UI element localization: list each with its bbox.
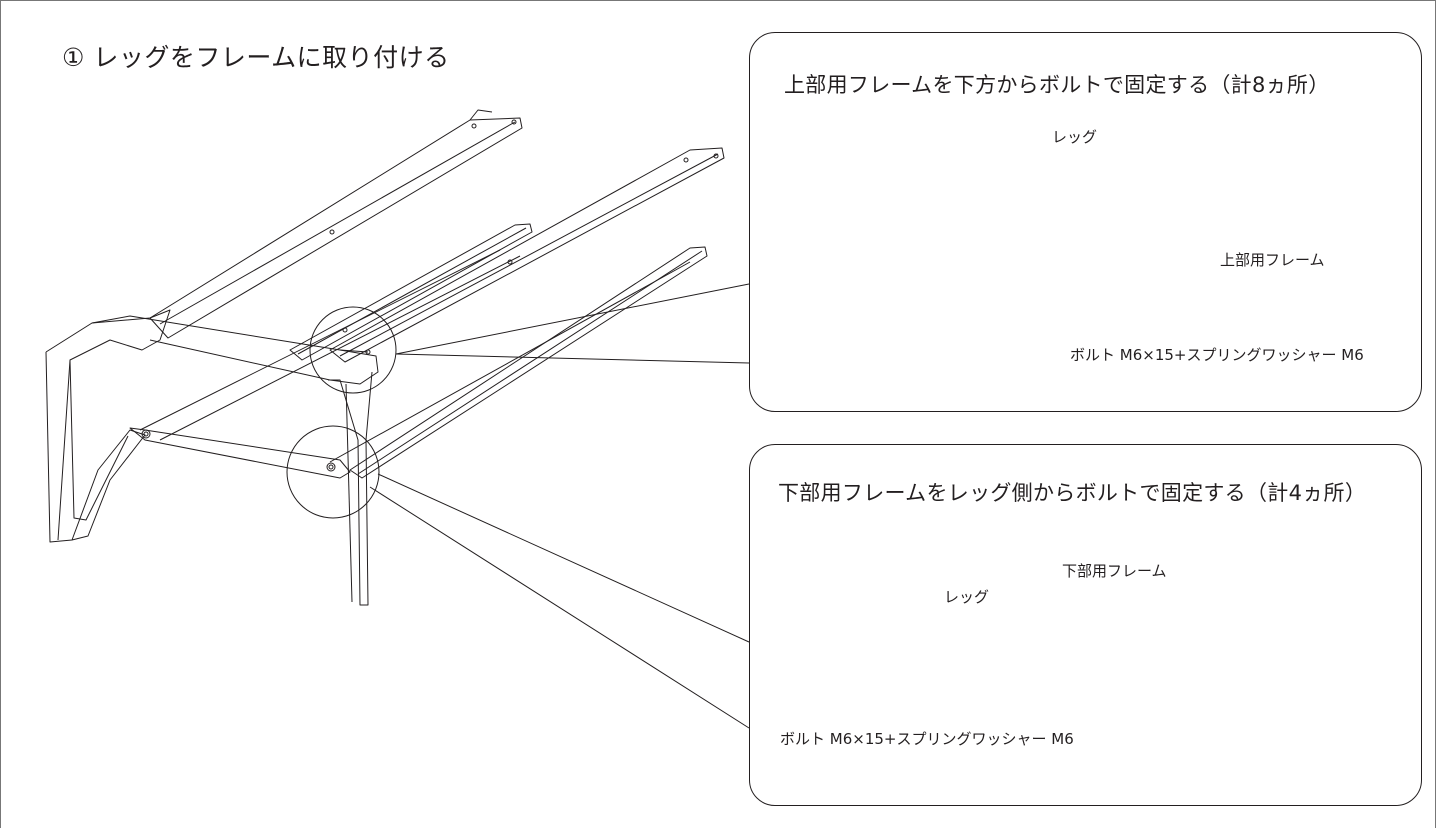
leader-line-lower [369, 473, 750, 729]
label-leg-lower: レッグ [944, 588, 990, 606]
leg-left [45, 309, 171, 543]
detail-panel-upper: 上部用フレームを下方からボルトで固定する（計8ヵ所） [749, 32, 1422, 412]
lower-frame-rails [139, 223, 708, 479]
detail-lower-title: 下部用フレームをレッグ側からボルトで固定する（計4ヵ所） [778, 481, 1367, 505]
lower-crossbar [129, 427, 351, 479]
label-bolt-upper: ボルト M6×15+スプリングワッシャー M6 [1070, 346, 1364, 364]
label-upper-frame: 上部用フレーム [1220, 251, 1325, 269]
label-leg-upper: レッグ [1052, 128, 1098, 146]
leader-line-upper [395, 283, 750, 364]
leg-right [91, 315, 379, 606]
step-title: ① レッグをフレームに取り付ける [62, 43, 450, 72]
detail-panel-lower: 下部用フレームをレッグ側からボルトで固定する（計4ヵ所） [749, 444, 1422, 806]
label-bolt-lower: ボルト M6×15+スプリングワッシャー M6 [780, 730, 1074, 748]
callout-circle-lower [286, 425, 380, 519]
upper-frame-rails [149, 109, 725, 363]
detail-upper-title: 上部用フレームを下方からボルトで固定する（計8ヵ所） [784, 73, 1330, 97]
label-lower-frame: 下部用フレーム [1062, 562, 1167, 580]
callout-circle-upper [309, 306, 397, 394]
